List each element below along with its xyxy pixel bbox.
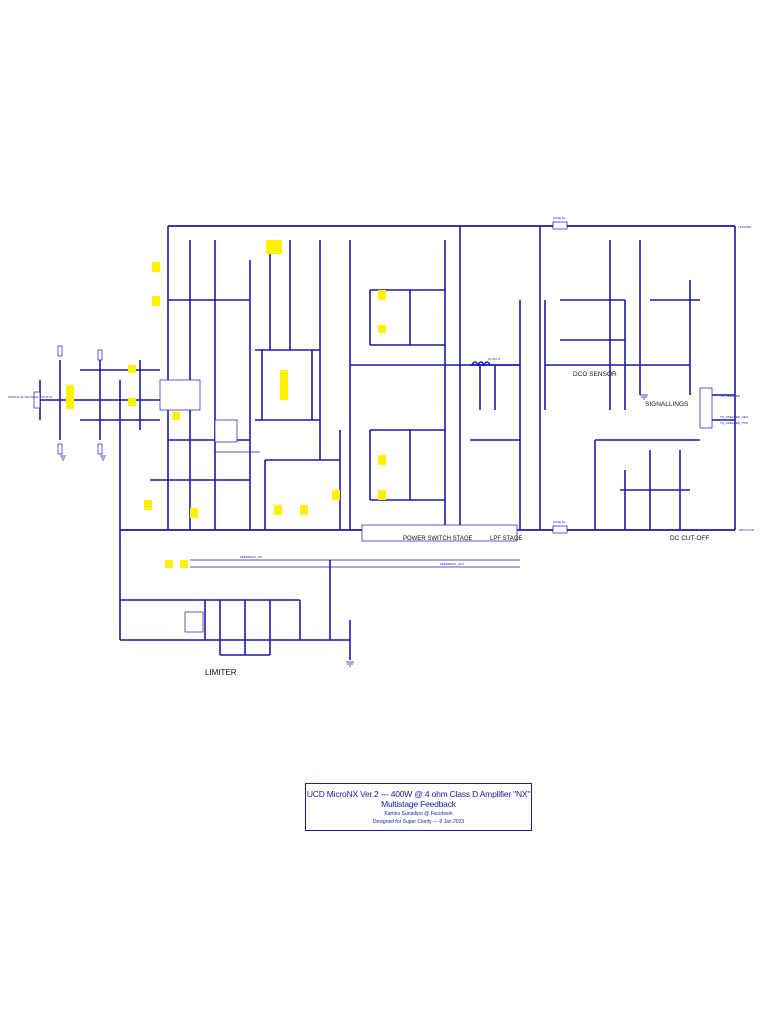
title-date: Designed for Super Clarity --- 8 Jan 202… [372,819,465,825]
input-label: SINGLE 3A THX DUAL INPUT(?) [8,395,52,399]
driver-stage [214,240,341,530]
dc-cutoff: DC CUT-OFF [594,439,709,542]
title-author: Kartino Sunadipo @ Facebook [384,811,453,817]
section-lpf: LPF STAGE [490,536,523,542]
vas-stage [120,240,251,601]
rail-label-positive: +POWER [738,225,752,229]
section-limiter: LIMITER [205,668,237,677]
signallings: SIGNALLINGS TO_SPEAKER_NEG TO_SPEAKER_PO… [625,240,749,429]
rail-negative-text: -NEGATIVE [738,528,754,532]
lpf-stage: LPF STAGE OUTPUT [470,300,523,542]
svg-text:TO_SPEAKER_POS: TO_SPEAKER_POS [720,421,748,425]
section-dc-cutoff: DC CUT-OFF [670,535,709,542]
fuse-bottom: FUSE 6A [552,520,568,534]
feedback-lines: FEEDBACK_NX FEEDBACK_OUT [190,555,520,568]
section-dco-sensor: DCO SENSOR [573,371,617,378]
rail-label-negative: -NEGATIVE [738,528,754,532]
svg-text:OUTPUT: OUTPUT [488,357,501,361]
svg-text:TO_SPEAKER_NEG: TO_SPEAKER_NEG [720,415,749,419]
input-stage: SINGLE 3A THX DUAL INPUT(?) [8,345,168,640]
ground-symbols [60,394,648,667]
dco-sensor: DCO SENSOR [539,226,626,530]
section-signallings: SIGNALLINGS [645,401,689,408]
title-block: UCD MicroNX Ver.2 --- 400W @ 4 ohm Class… [305,783,532,831]
svg-text:FUSE 6A: FUSE 6A [553,216,566,220]
fuse-top: FUSE 6A [552,216,568,230]
title-main: UCD MicroNX Ver.2 --- 400W @ 4 ohm Class… [306,789,531,809]
svg-text:FEEDBACK_OUT: FEEDBACK_OUT [440,562,464,566]
rail-positive-text: +POWER [738,225,752,229]
section-power-switch: POWER SWITCH STAGE [403,536,473,542]
power-rails [120,225,736,531]
limiter-stage: LIMITER [120,560,351,677]
svg-text:FUSE 6A: FUSE 6A [553,520,566,524]
svg-text:FEEDBACK_NX: FEEDBACK_NX [240,555,262,559]
svg-text:TO_SPEAKER: TO_SPEAKER [720,394,741,398]
